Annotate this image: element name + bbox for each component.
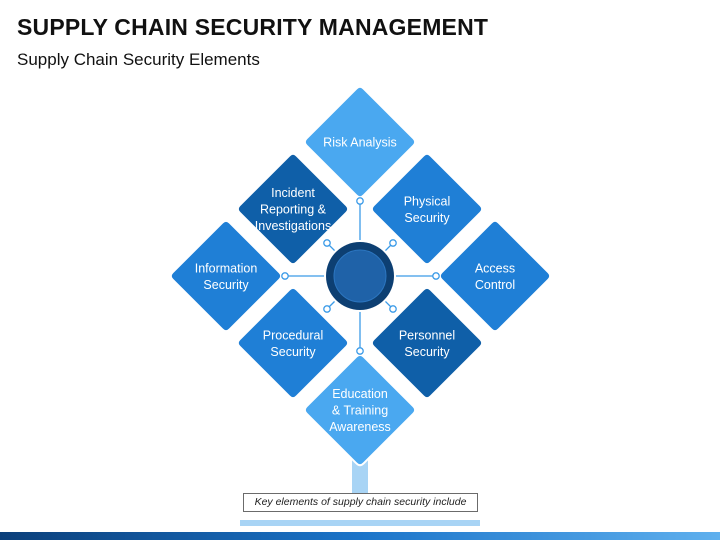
node-diamond — [438, 219, 552, 333]
node-label: Security — [404, 345, 450, 359]
connector-dot — [356, 347, 364, 355]
connector-dot — [323, 305, 331, 313]
node-label: Awareness — [329, 420, 391, 434]
node-label: Reporting & — [260, 203, 327, 217]
footer-bar — [0, 532, 720, 540]
nodes: Risk AnalysisPhysicalSecurityAccessContr… — [169, 85, 552, 467]
node-diamond — [236, 152, 350, 266]
node-label: & Training — [332, 404, 388, 418]
node-label: Procedural — [263, 328, 323, 342]
connector-dot — [389, 305, 397, 313]
node-diamond — [236, 286, 350, 400]
hub-inner — [333, 249, 387, 303]
node-label: Security — [203, 278, 249, 292]
node-diamond — [303, 85, 417, 199]
node-label: Control — [475, 278, 515, 292]
connector-dot — [281, 272, 289, 280]
node-label: Physical — [404, 194, 451, 208]
connector-dot — [323, 239, 331, 247]
node-diamond — [370, 286, 484, 400]
node-label: Security — [270, 345, 316, 359]
node-label: Information — [195, 261, 258, 275]
caption-box: Key elements of supply chain security in… — [243, 493, 478, 512]
node-label: Access — [475, 261, 515, 275]
connector-dot — [389, 239, 397, 247]
node-diamond — [169, 219, 283, 333]
node-risk-analysis: Risk Analysis — [303, 85, 417, 199]
connector-dot — [356, 197, 364, 205]
stand — [240, 455, 480, 526]
page-title: SUPPLY CHAIN SECURITY MANAGEMENT — [17, 14, 489, 40]
hub — [281, 197, 440, 355]
stand-pole — [352, 455, 368, 495]
connector-dot — [432, 272, 440, 280]
node-diamond — [303, 353, 417, 467]
node-label: Risk Analysis — [323, 136, 397, 150]
node-label: Personnel — [399, 328, 455, 342]
node-diamond — [370, 152, 484, 266]
page-subtitle: Supply Chain Security Elements — [17, 50, 260, 69]
node-label: Incident — [271, 186, 315, 200]
node-label: Investigations — [255, 219, 331, 233]
node-label: Security — [404, 211, 450, 225]
node-label: Education — [332, 387, 388, 401]
stand-base — [240, 520, 480, 526]
